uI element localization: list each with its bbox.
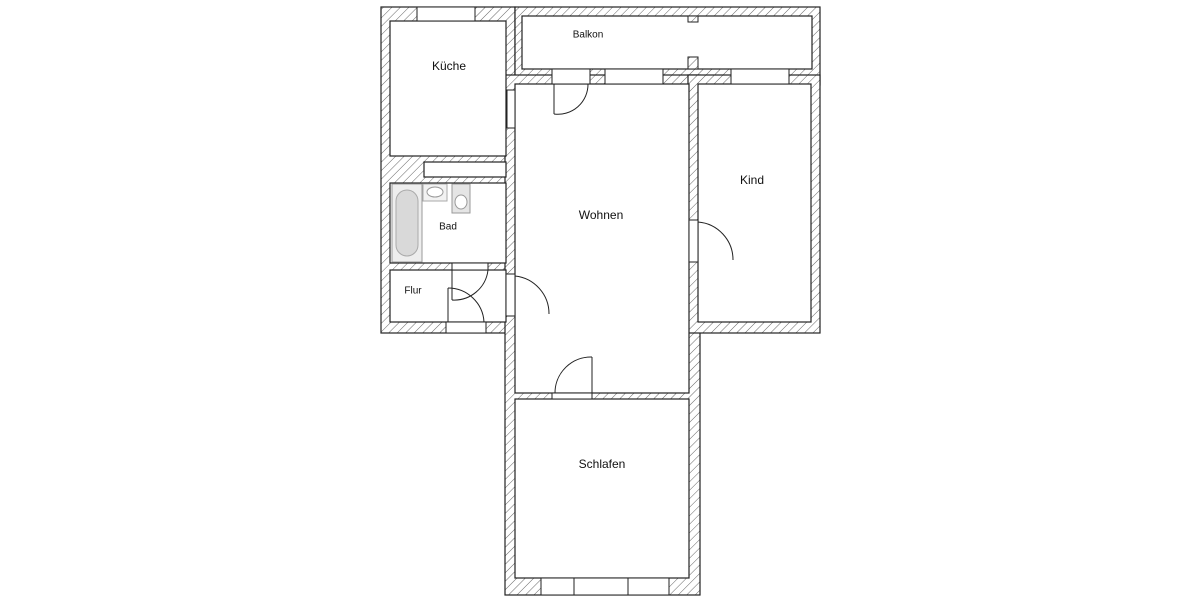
room-label-bad: Bad xyxy=(439,221,457,233)
room-balkon xyxy=(521,15,813,70)
room-wohnen xyxy=(514,83,690,394)
room-kind xyxy=(697,83,812,323)
room-interiors xyxy=(389,15,813,579)
room-schlafen xyxy=(514,398,690,579)
windows xyxy=(416,6,790,596)
room-label-kind: Kind xyxy=(739,173,765,187)
doors xyxy=(445,68,734,400)
room-label-balkon: Balkon xyxy=(572,29,604,41)
room-kueche xyxy=(389,20,507,157)
room-label-flur: Flur xyxy=(404,285,422,297)
room-label-wohnen: Wohnen xyxy=(578,208,624,222)
room-label-kueche: Küche xyxy=(431,59,467,73)
bathroom-fixtures xyxy=(391,183,471,263)
room-label-schlafen: Schlafen xyxy=(578,457,626,471)
